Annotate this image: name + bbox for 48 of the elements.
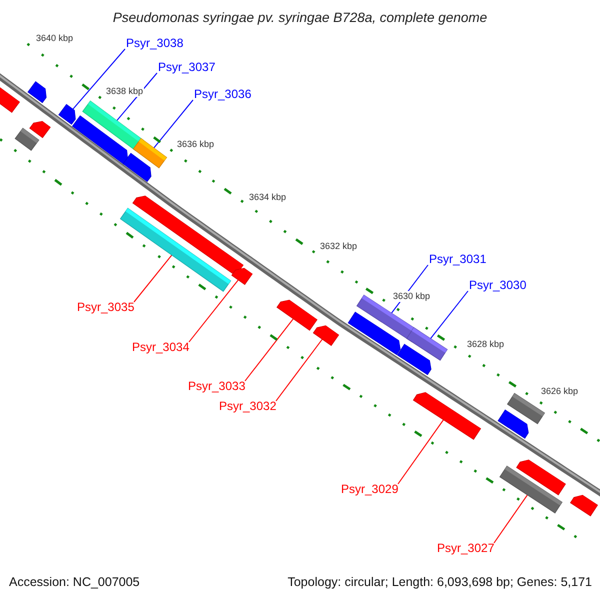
leader-line (244, 318, 294, 382)
gene-bar (14, 128, 40, 151)
leader-line (116, 72, 158, 122)
gene-feature (0, 85, 20, 113)
leader-line (276, 338, 323, 402)
gene-label: Psyr_3034 (132, 341, 190, 353)
gene-feature (29, 121, 51, 138)
tick-label: 3628 kbp (466, 339, 506, 350)
tick-label: 3632 kbp (319, 241, 358, 252)
gene-feature (498, 410, 529, 439)
tick-label: 3626 kbp (540, 386, 580, 397)
tick-label: 3634 kbp (248, 192, 288, 203)
gene-feature (412, 392, 482, 440)
leader-line (153, 100, 194, 148)
gene-label: Psyr_3038 (126, 37, 184, 49)
gene-label: Psyr_3036 (194, 88, 252, 100)
leader-line (72, 48, 126, 110)
gene-feature (276, 300, 318, 331)
gene-label: Psyr_3037 (158, 61, 216, 73)
gene-feature (312, 325, 340, 346)
gene-label: Psyr_3032 (219, 400, 276, 412)
accession-text: Accession: NC_007005 (9, 576, 140, 588)
gene-label: Psyr_3030 (469, 279, 526, 291)
gene-feature (122, 152, 152, 182)
tick-label: 3636 kbp (176, 139, 216, 150)
genome-stats-text: Topology: circular; Length: 6,093,698 bp; Genes: 5,171 (288, 576, 592, 588)
gene-feature (27, 81, 47, 104)
gene-feature (72, 115, 128, 165)
tick-label: 3630 kbp (392, 291, 432, 302)
leader-line (430, 290, 468, 340)
leader-line (188, 279, 239, 342)
gene-label: Psyr_3035 (77, 301, 134, 313)
gene-label: Psyr_3027 (437, 542, 494, 554)
tick-label: 3640 kbp (35, 33, 74, 44)
leader-line (398, 419, 444, 484)
gene-label: Psyr_3033 (188, 380, 246, 392)
gene-label: Psyr_3029 (341, 483, 398, 495)
gene-feature (231, 268, 253, 285)
leader-line (134, 254, 172, 302)
gene-feature (348, 312, 401, 356)
title: Pseudomonas syringae pv. syringae B728a, complete genome (112, 11, 488, 24)
gene-label: Psyr_3031 (429, 253, 486, 265)
gene-feature (58, 104, 76, 125)
tick-label: 3638 kbp (105, 86, 144, 97)
gene-feature (396, 344, 432, 376)
gene-bar (120, 208, 232, 292)
gene-feature (570, 494, 598, 516)
gene-bar (499, 466, 563, 514)
